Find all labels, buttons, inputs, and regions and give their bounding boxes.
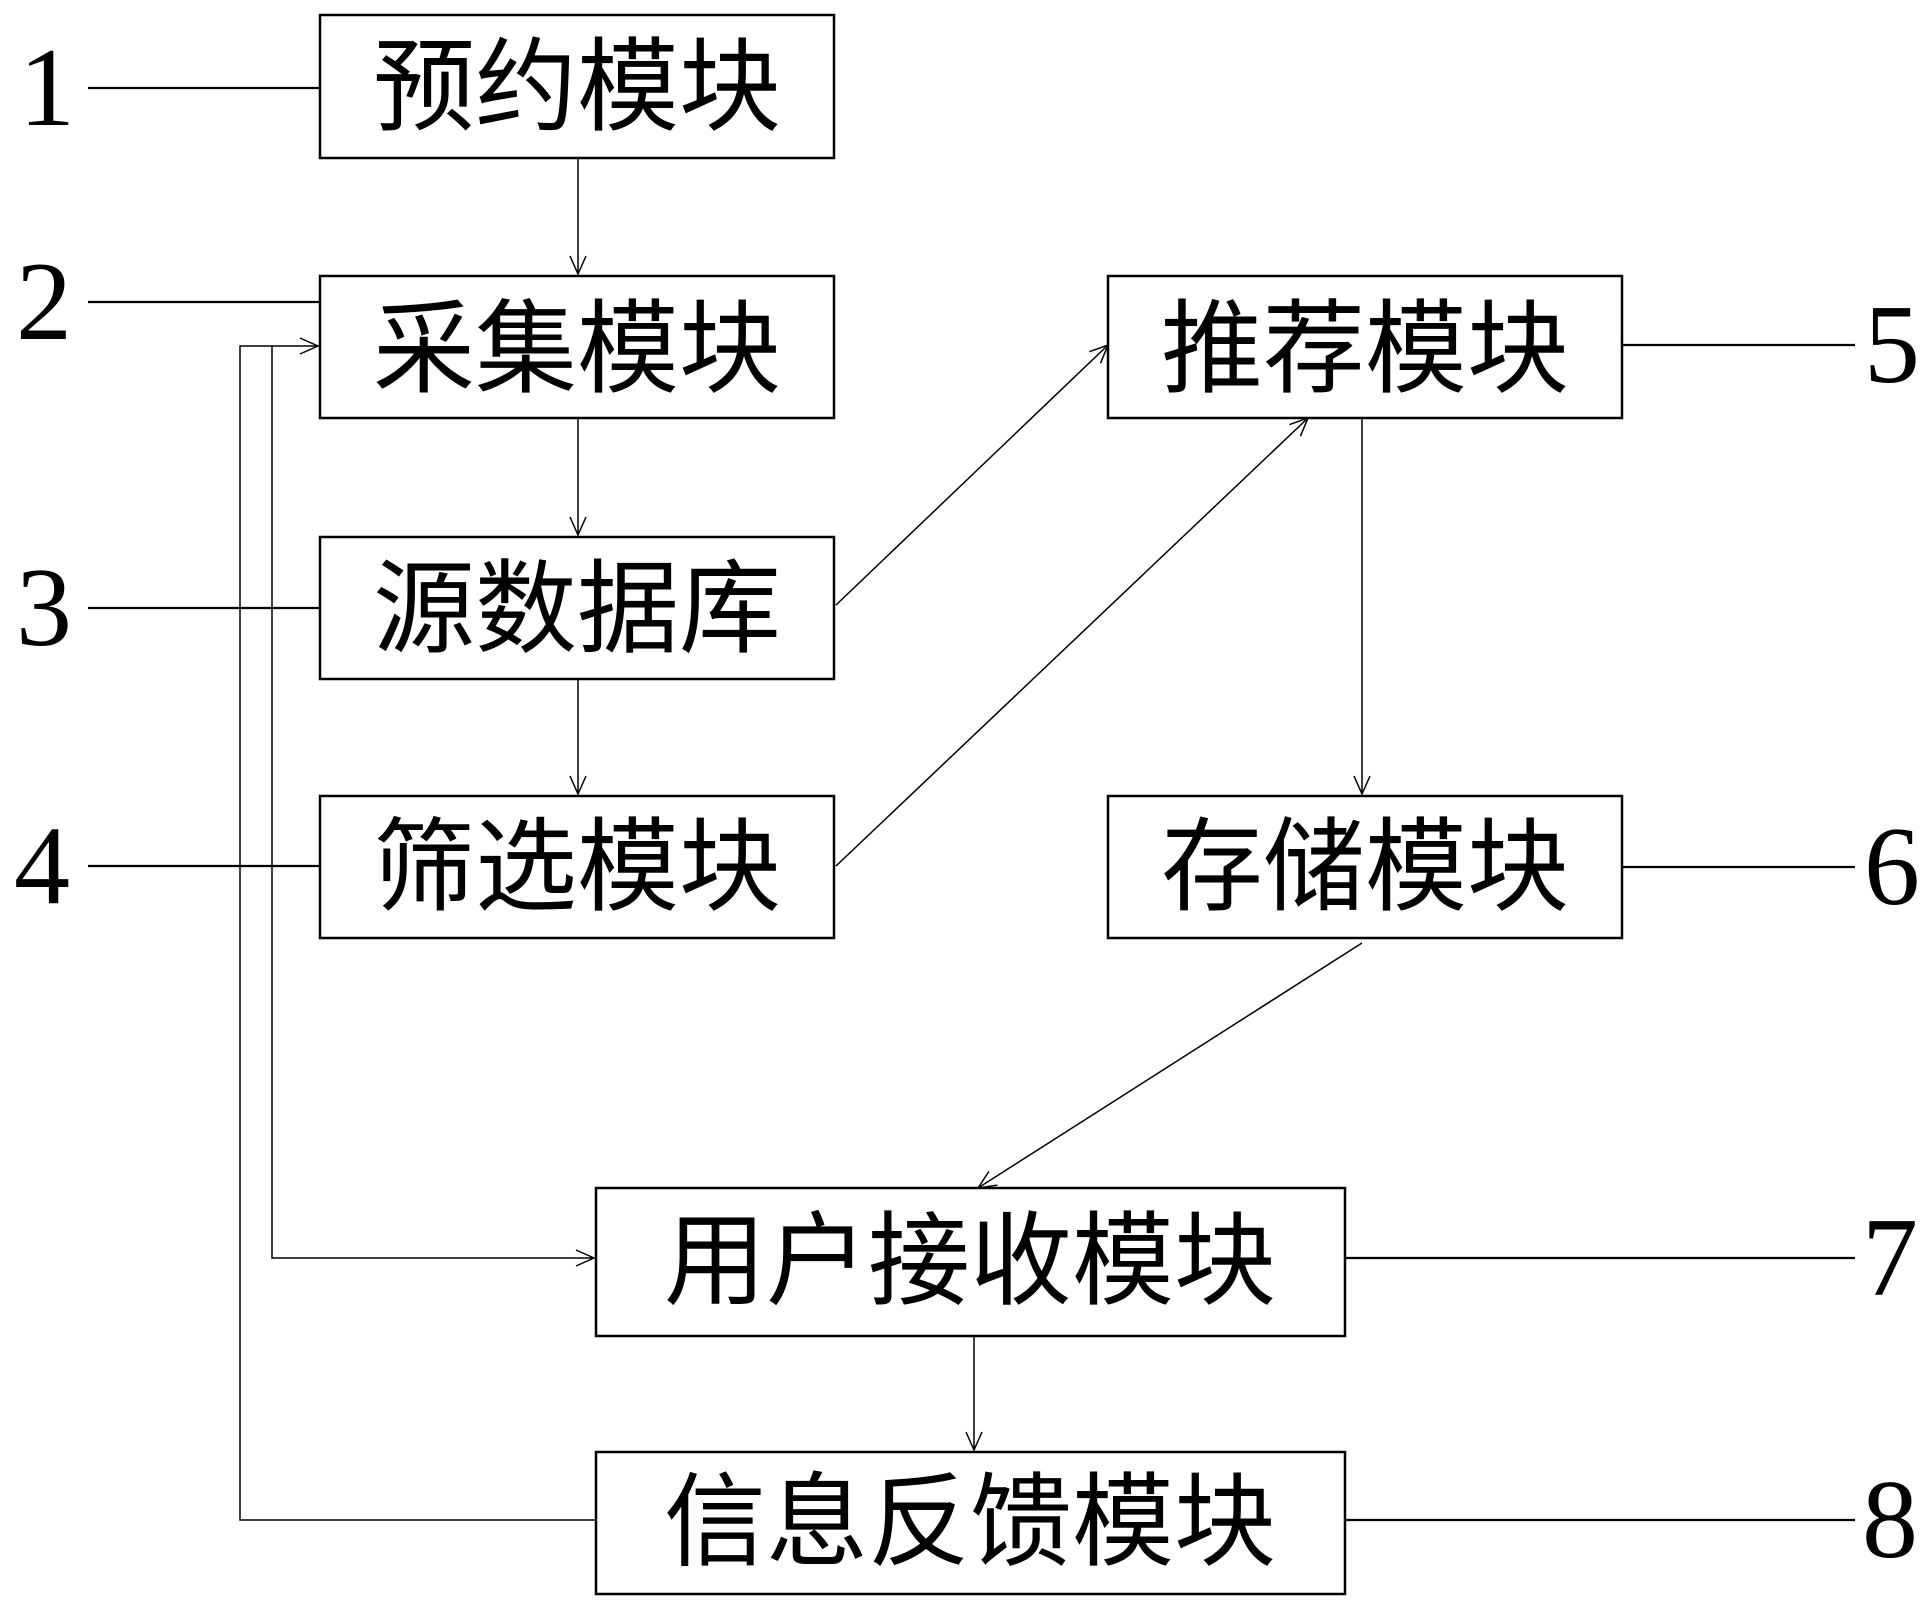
source-db-box [318, 535, 836, 681]
user-receive-label: 用户接收模块 [664, 1203, 1276, 1322]
arrow-storage-to-userreceive [978, 942, 1363, 1188]
reservation-box [318, 13, 836, 160]
reference-numbers: 1 2 3 4 5 6 7 8 [14, 26, 1920, 1582]
collection-box [318, 274, 836, 420]
ref-number-7: 7 [1862, 1196, 1918, 1320]
arrow-filter-to-recommend [835, 418, 1308, 867]
module-user-receive: 用户接收模块 [594, 1186, 1347, 1338]
feedback-box [594, 1450, 1347, 1596]
arrow-sourcedb-to-recommend [835, 345, 1108, 606]
left-leaders [88, 86, 320, 868]
module-collection: 采集模块 [318, 274, 836, 420]
diagonal-connectors [835, 345, 1363, 1188]
arrow-collection-to-userreceive [271, 346, 594, 1258]
reservation-label: 预约模块 [373, 29, 781, 148]
storage-box [1106, 794, 1624, 940]
ref-number-3: 3 [16, 546, 72, 670]
right-leaders [1345, 343, 1855, 1522]
module-storage: 存储模块 [1106, 794, 1624, 940]
filter-box [318, 794, 836, 940]
source-db-label: 源数据库 [373, 551, 781, 670]
ref-number-1: 1 [19, 26, 75, 150]
user-receive-box [594, 1186, 1347, 1338]
module-source-db: 源数据库 [318, 535, 836, 681]
ref-number-5: 5 [1864, 283, 1920, 407]
arrow-feedback-to-collection [239, 346, 596, 1521]
loop-connectors [239, 346, 596, 1521]
recommend-label: 推荐模块 [1161, 291, 1569, 410]
module-recommend: 推荐模块 [1106, 274, 1624, 420]
filter-label: 筛选模块 [373, 809, 781, 928]
storage-label: 存储模块 [1161, 809, 1569, 928]
module-filter: 筛选模块 [318, 794, 836, 940]
feedback-label: 信息反馈模块 [664, 1464, 1276, 1583]
ref-number-8: 8 [1862, 1458, 1918, 1582]
module-reservation: 预约模块 [318, 13, 836, 160]
ref-number-6: 6 [1864, 805, 1920, 929]
ref-number-4: 4 [14, 804, 70, 928]
module-feedback: 信息反馈模块 [594, 1450, 1347, 1596]
ref-number-2: 2 [16, 240, 72, 364]
collection-label: 采集模块 [373, 291, 781, 410]
recommend-box [1106, 274, 1624, 420]
flow-connectors [578, 158, 1362, 1450]
